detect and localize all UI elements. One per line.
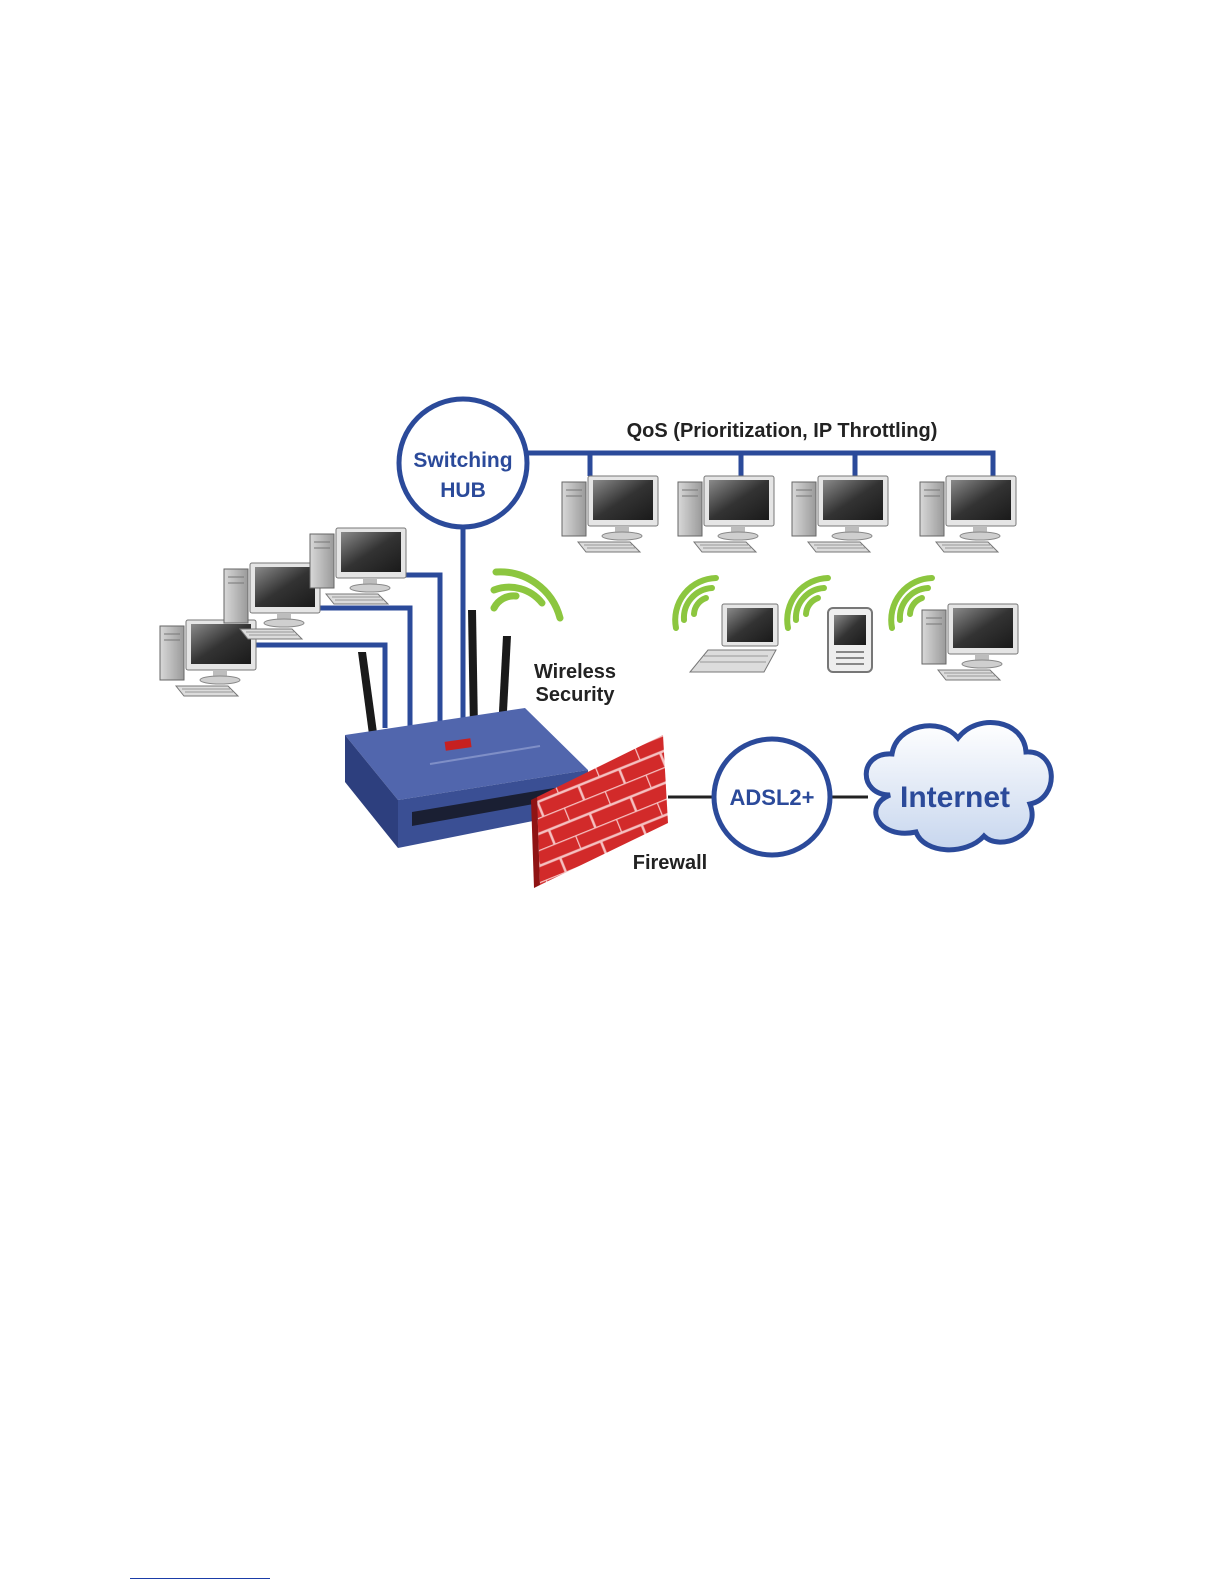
wifi-signal-icon: [787, 578, 828, 628]
adsl-node: ADSL2+: [714, 739, 830, 855]
qos-label: QoS (Prioritization, IP Throttling): [627, 420, 938, 442]
cloud-icon: Internet: [866, 722, 1051, 849]
cable-qos-bus: [524, 453, 993, 476]
wireless-security-label-1: Wireless: [534, 661, 616, 683]
desktop-computer-icon: [792, 476, 888, 552]
pda-icon: [828, 608, 872, 672]
laptop-icon: [690, 604, 778, 672]
wifi-signal-icon: [675, 578, 716, 628]
desktop-computer-icon: [310, 528, 406, 604]
footer-rule: [130, 1578, 270, 1579]
internet-label: Internet: [900, 781, 1010, 814]
desktop-computer-icon: [562, 476, 658, 552]
switching-hub-label-1: Switching: [413, 449, 512, 472]
switching-hub-label-2: HUB: [440, 479, 486, 502]
desktop-computer-icon: [920, 476, 1016, 552]
cable-pc-2: [296, 608, 410, 728]
desktop-computer-icon: [922, 604, 1018, 680]
firewall-label: Firewall: [633, 852, 707, 874]
wireless-security-label-2: Security: [536, 684, 616, 706]
wifi-signal-icon: [494, 572, 560, 618]
desktop-computer-icon: [678, 476, 774, 552]
switching-hub: Switching HUB: [399, 399, 527, 527]
adsl-label: ADSL2+: [730, 785, 815, 810]
